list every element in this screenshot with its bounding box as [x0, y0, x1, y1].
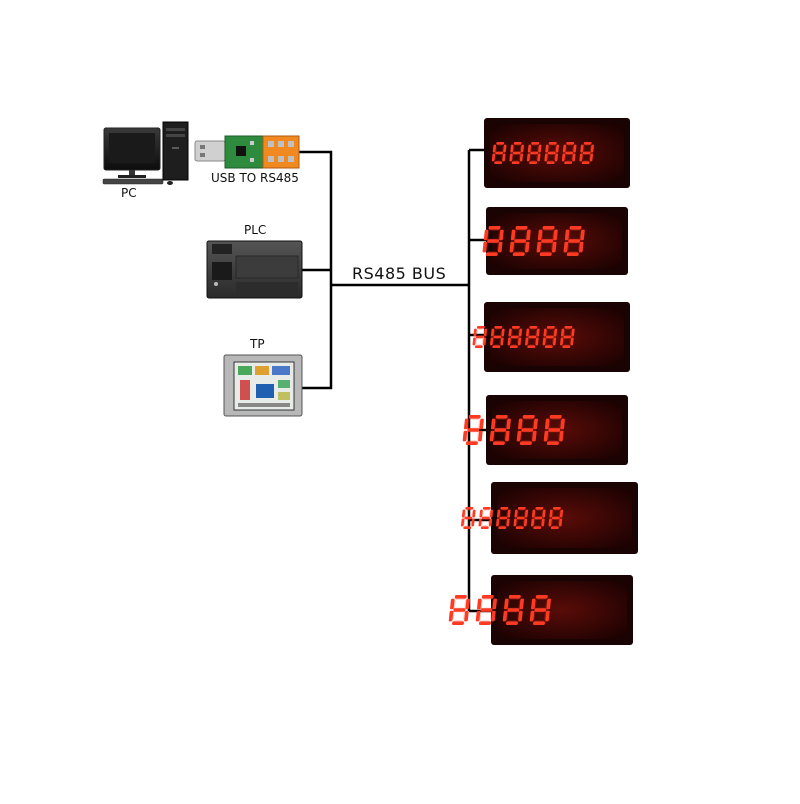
seven-segment-digit: [579, 142, 594, 164]
seven-segment-digit: [491, 142, 507, 164]
plc-label: PLC: [244, 223, 267, 237]
seven-segment-digit: [548, 507, 564, 530]
led-display-6: [448, 575, 633, 645]
seven-segment-digit: [542, 326, 558, 349]
tp-label: TP: [250, 337, 265, 351]
seven-segment-digit: [526, 142, 542, 164]
led-digits: [461, 507, 564, 530]
seven-segment-digit: [478, 507, 494, 530]
seven-segment-digit: [509, 226, 531, 256]
seven-segment-digit: [560, 326, 575, 349]
seven-segment-digit: [507, 326, 523, 349]
seven-segment-digit: [489, 415, 511, 446]
led-display-3: [472, 302, 630, 372]
usb-rs485-adapter-icon: [194, 135, 300, 169]
seven-segment-digit: [509, 142, 524, 164]
rs485-bus-label: RS485 BUS: [352, 264, 447, 283]
bus-wiring: [298, 148, 491, 613]
pc-icon: [102, 121, 189, 185]
led-display-4: [462, 395, 628, 465]
seven-segment-digit: [513, 507, 529, 530]
plc-icon: [206, 240, 303, 299]
led-display-2: [482, 207, 628, 275]
seven-segment-digit: [516, 415, 538, 446]
seven-segment-digit: [448, 595, 470, 626]
seven-segment-digit: [529, 595, 551, 626]
seven-segment-digit: [461, 507, 476, 530]
seven-segment-digit: [490, 326, 505, 349]
pc-label: PC: [121, 186, 137, 200]
seven-segment-digit: [472, 326, 488, 349]
seven-segment-digit: [475, 595, 497, 626]
led-digits: [472, 326, 575, 349]
seven-segment-digit: [563, 226, 585, 256]
seven-segment-digit: [544, 142, 559, 164]
led-digits: [482, 226, 585, 256]
usb-rs485-label: USB TO RS485: [211, 171, 299, 185]
touch-panel-icon: [223, 354, 303, 417]
seven-segment-digit: [543, 415, 565, 446]
seven-segment-digit: [502, 595, 524, 626]
led-digits: [491, 142, 594, 164]
seven-segment-digit: [482, 226, 504, 256]
seven-segment-digit: [531, 507, 546, 530]
led-display-group: [448, 118, 638, 645]
seven-segment-digit: [561, 142, 577, 164]
led-digits: [462, 415, 565, 446]
led-display-1: [484, 118, 630, 188]
seven-segment-digit: [525, 326, 540, 349]
led-digits: [448, 595, 551, 626]
seven-segment-digit: [496, 507, 511, 530]
seven-segment-digit: [536, 226, 558, 256]
seven-segment-digit: [462, 415, 484, 446]
led-display-5: [461, 482, 638, 554]
